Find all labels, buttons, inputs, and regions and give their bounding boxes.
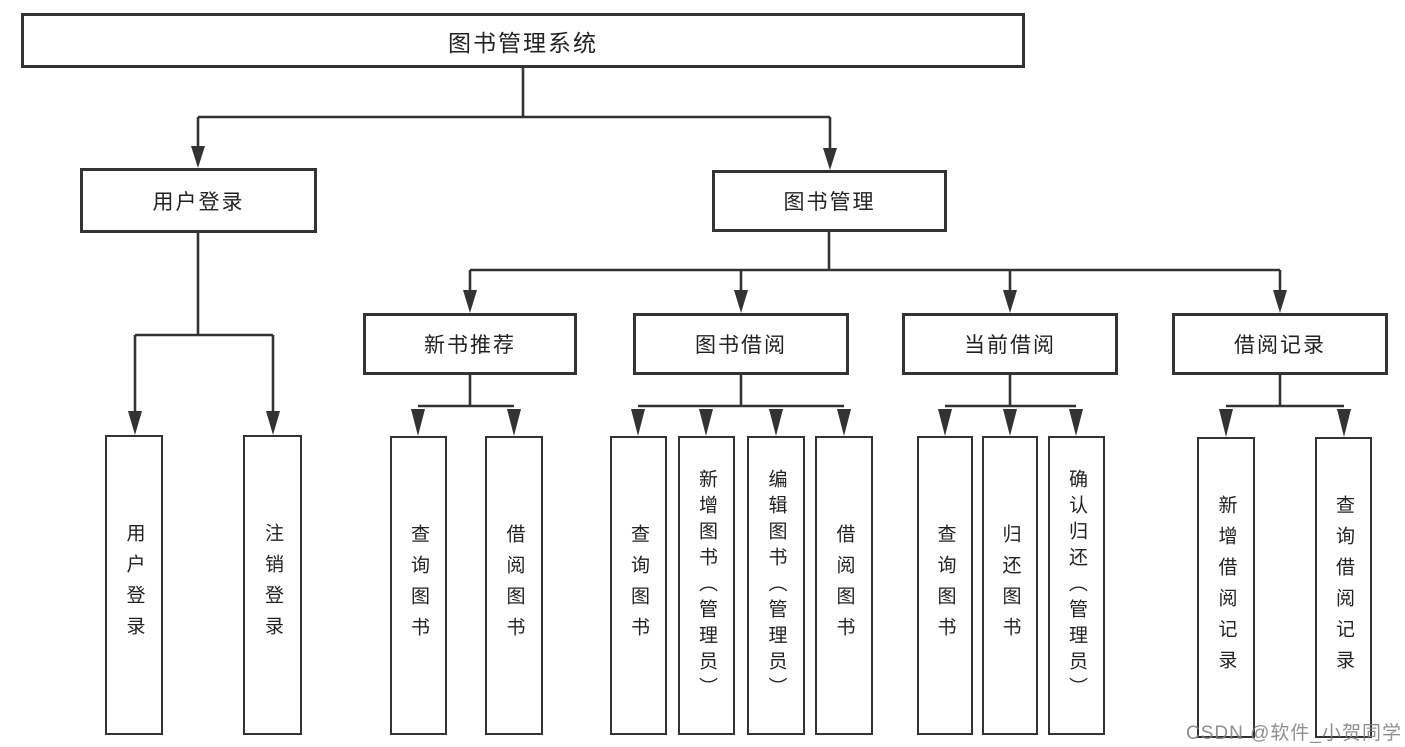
leaf-borrow-books-1: 借阅图书 bbox=[485, 436, 543, 735]
leaf-user-login: 用户登录 bbox=[105, 435, 163, 735]
leaf-add-books-admin: 新增图书（管理员） bbox=[678, 436, 735, 735]
leaf-edit-books-admin: 编辑图书（管理员） bbox=[747, 436, 805, 735]
leaf-query-books-2: 查询图书 bbox=[610, 436, 667, 735]
leaf-query-books-1: 查询图书 bbox=[390, 436, 447, 735]
node-new-book-recommendation: 新书推荐 bbox=[363, 313, 577, 375]
node-user-login: 用户登录 bbox=[80, 168, 317, 233]
node-library-management-system: 图书管理系统 bbox=[21, 13, 1025, 68]
leaf-add-borrow-record: 新增借阅记录 bbox=[1197, 437, 1255, 738]
node-borrowing-records: 借阅记录 bbox=[1172, 313, 1388, 375]
node-book-borrowing: 图书借阅 bbox=[633, 313, 849, 375]
node-book-management: 图书管理 bbox=[712, 170, 947, 232]
watermark: CSDN @软件_小贺同学 bbox=[1186, 723, 1402, 744]
leaf-return-books: 归还图书 bbox=[982, 436, 1038, 735]
leaf-query-books-3: 查询图书 bbox=[917, 436, 973, 735]
arrowheads bbox=[128, 146, 1351, 437]
leaf-borrow-books-2: 借阅图书 bbox=[815, 436, 873, 735]
leaf-confirm-return-admin: 确认归还（管理员） bbox=[1048, 436, 1105, 735]
leaf-logout: 注销登录 bbox=[243, 435, 302, 735]
leaf-query-borrow-record: 查询借阅记录 bbox=[1315, 437, 1372, 738]
node-current-borrowing: 当前借阅 bbox=[902, 313, 1118, 375]
